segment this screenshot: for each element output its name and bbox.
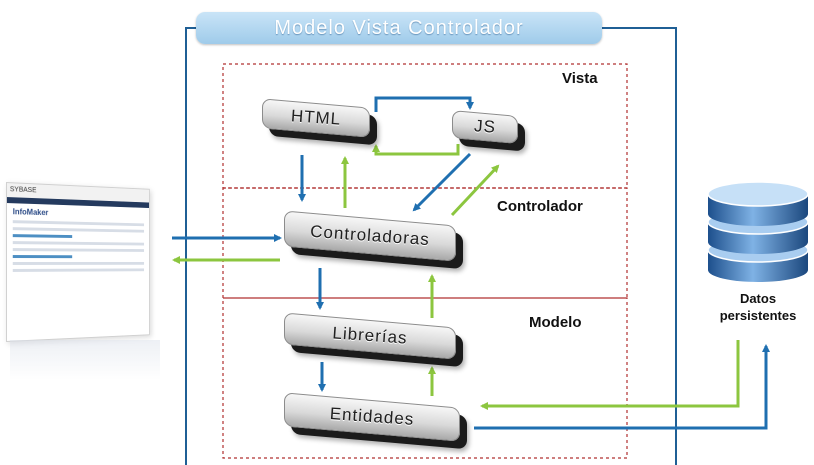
browser-reflection: [10, 340, 160, 380]
arrow-entidades-to-datos: [474, 344, 770, 430]
browser-text-line: [12, 262, 145, 265]
controlador-region: [222, 187, 628, 299]
database-label-line1: Datos: [739, 291, 777, 306]
browser-link-line: [12, 255, 73, 259]
layer-label-vista: Vista: [562, 70, 598, 87]
browser-text-line: [12, 268, 145, 272]
arrow-html-to-js: [374, 96, 474, 112]
browser-text-line: [12, 241, 145, 246]
database-label: Datos persistentes: [696, 290, 814, 324]
diagram-title: Modelo Vista Controlador: [196, 12, 602, 44]
browser-screenshot: SYBASE InfoMaker: [6, 182, 150, 342]
arrow-js-to-html: [372, 144, 460, 156]
module-js: JS: [452, 110, 518, 144]
layer-label-modelo: Modelo: [529, 314, 582, 331]
arrow-js-to-controladoras: [412, 152, 472, 212]
browser-text-line: [12, 220, 145, 227]
database-label-line2: persistentes: [719, 308, 797, 323]
browser-link-line: [12, 234, 73, 238]
browser-text-line: [12, 248, 145, 252]
layer-label-controlador: Controlador: [497, 198, 583, 215]
arrow-controladoras-to-js: [450, 164, 500, 217]
database-icon: [707, 181, 809, 282]
arrow-datos-to-entidades: [480, 340, 740, 410]
outer-frame-right: [600, 27, 677, 465]
module-controladoras: Controladoras: [284, 210, 456, 262]
module-entidades: Entidades: [284, 392, 460, 442]
outer-frame: [185, 27, 200, 465]
module-librerias: Librerías: [284, 312, 456, 360]
browser-text-line: [12, 227, 145, 233]
module-html: HTML: [262, 98, 370, 138]
